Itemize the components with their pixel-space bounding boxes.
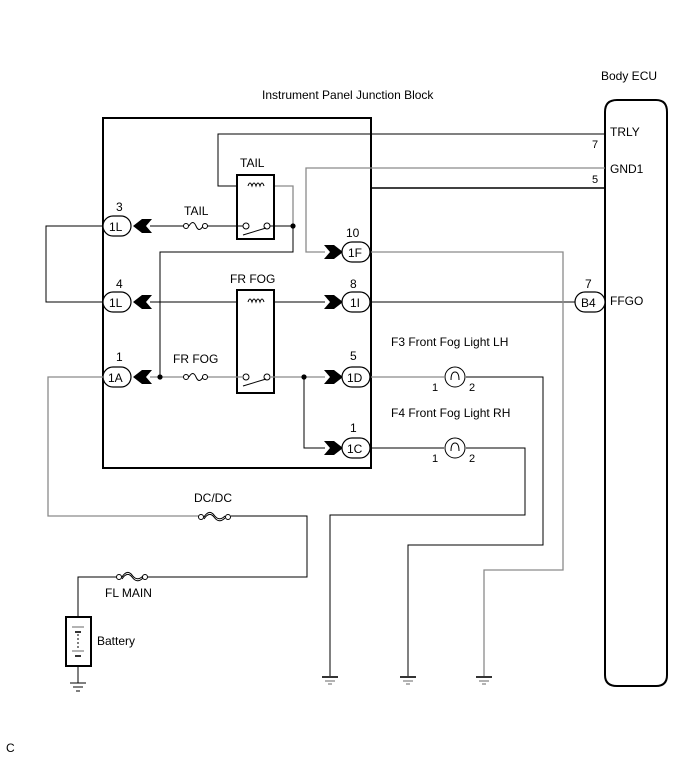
connector-1I	[341, 291, 371, 313]
connector-B4	[574, 291, 606, 313]
fuse-terminal	[116, 574, 122, 580]
body-ecu-box	[604, 99, 668, 687]
fr-fog-relay-switch-icon	[242, 378, 267, 387]
fuse-terminal	[183, 223, 189, 229]
dcdc-fuse-label: DC/DC	[194, 491, 232, 505]
connector-1D	[341, 366, 371, 388]
f3-pin-1: 1	[432, 382, 438, 394]
tail-relay-coil-icon	[247, 182, 265, 188]
connector-1L-3-label: 1L	[109, 220, 123, 234]
ecu-pin-number-5: 5	[592, 174, 598, 186]
f4-pin-1: 1	[432, 453, 438, 465]
f4-pin-2: 2	[469, 453, 475, 465]
wire-to-1C	[303, 377, 325, 449]
fl-main-fuse-icon	[121, 571, 144, 582]
f3-lamp-icon	[444, 366, 466, 388]
f3-lamp-label: F3 Front Fog Light LH	[391, 335, 508, 349]
fuse-terminal	[202, 374, 208, 380]
connector-1A-label: 1A	[108, 371, 123, 385]
fr-fog-fuse-label: FR FOG	[173, 352, 218, 366]
connector-arrow-icon	[324, 441, 343, 455]
ground-icon	[322, 676, 338, 685]
ecu-pin-number-7: 7	[592, 139, 598, 151]
wire-1F-ground	[371, 251, 564, 676]
pin-1: 1	[116, 350, 123, 364]
tail-relay-terminal	[242, 222, 250, 230]
wire-1L-loop	[45, 225, 103, 303]
pin-8: 8	[350, 277, 357, 291]
connector-1L-4-label: 1L	[109, 296, 123, 310]
connector-1F-label: 1F	[348, 246, 362, 260]
ecu-pin-ffgo: FFGO	[610, 294, 643, 308]
connector-arrow-icon	[133, 295, 152, 309]
connector-arrow-icon	[324, 295, 343, 309]
fuse-terminal	[183, 374, 189, 380]
pin-4: 4	[116, 277, 123, 291]
dcdc-fuse-icon	[203, 511, 226, 522]
pin-1-1C: 1	[350, 421, 357, 435]
ecu-pin-gnd1: GND1	[610, 162, 644, 176]
fuse-terminal	[202, 223, 208, 229]
pin-7-b4: 7	[585, 277, 592, 291]
ground-icon	[400, 676, 416, 685]
tail-fuse-label: TAIL	[184, 204, 209, 218]
connector-1C	[341, 437, 371, 459]
f4-lamp-label: F4 Front Fog Light RH	[391, 406, 510, 420]
pin-10: 10	[346, 226, 360, 240]
connector-arrow-icon	[324, 245, 343, 259]
fr-fog-relay-terminal	[242, 373, 250, 381]
f3-pin-2: 2	[469, 382, 475, 394]
ground-icon	[70, 682, 86, 692]
junction-dot	[157, 374, 163, 380]
corner-label: C	[6, 741, 15, 755]
pin-3: 3	[116, 200, 123, 214]
ecu-pin-trly: TRLY	[610, 125, 640, 139]
ground-icon	[476, 676, 492, 685]
lamp-filament-icon	[450, 442, 460, 452]
fr-fog-relay-label: FR FOG	[230, 272, 275, 286]
fr-fog-relay-coil-icon	[247, 298, 265, 304]
ecu-title: Body ECU	[601, 69, 657, 83]
connector-B4-label: B4	[581, 296, 596, 310]
connector-arrow-icon	[133, 370, 152, 384]
f4-lamp-icon	[444, 437, 466, 459]
wire-tail-feed	[159, 226, 294, 377]
wire-1A-dcdc	[47, 376, 200, 517]
fuse-terminal	[225, 514, 231, 520]
tail-relay-label: TAIL	[240, 156, 265, 170]
lamp-filament-icon	[450, 371, 460, 381]
wire-f4-ground	[329, 447, 526, 676]
wire-trly	[217, 133, 605, 187]
connector-arrow-icon	[324, 370, 343, 384]
fr-fog-fuse-icon	[188, 373, 204, 381]
wire-battery	[77, 576, 116, 617]
pin-5: 5	[350, 349, 357, 363]
fuse-terminal	[142, 574, 148, 580]
wire-f3-ground	[407, 376, 544, 676]
battery-icon	[65, 616, 92, 667]
wire-dcdc-flmain	[148, 515, 308, 578]
junction-block-title: Instrument Panel Junction Block	[262, 88, 434, 102]
junction-block-box	[102, 117, 372, 469]
fuse-terminal	[198, 514, 204, 520]
connector-1F	[341, 241, 371, 263]
tail-fuse-icon	[188, 222, 204, 230]
tail-relay-switch-icon	[242, 227, 267, 236]
battery-label: Battery	[97, 634, 135, 648]
connector-arrow-icon	[133, 219, 152, 233]
connector-1I-label: 1I	[350, 296, 360, 310]
wire-gnd1	[305, 167, 605, 253]
connector-1D-label: 1D	[347, 371, 363, 385]
connector-1C-label: 1C	[347, 442, 363, 456]
fl-main-fuse-label: FL MAIN	[105, 586, 152, 600]
